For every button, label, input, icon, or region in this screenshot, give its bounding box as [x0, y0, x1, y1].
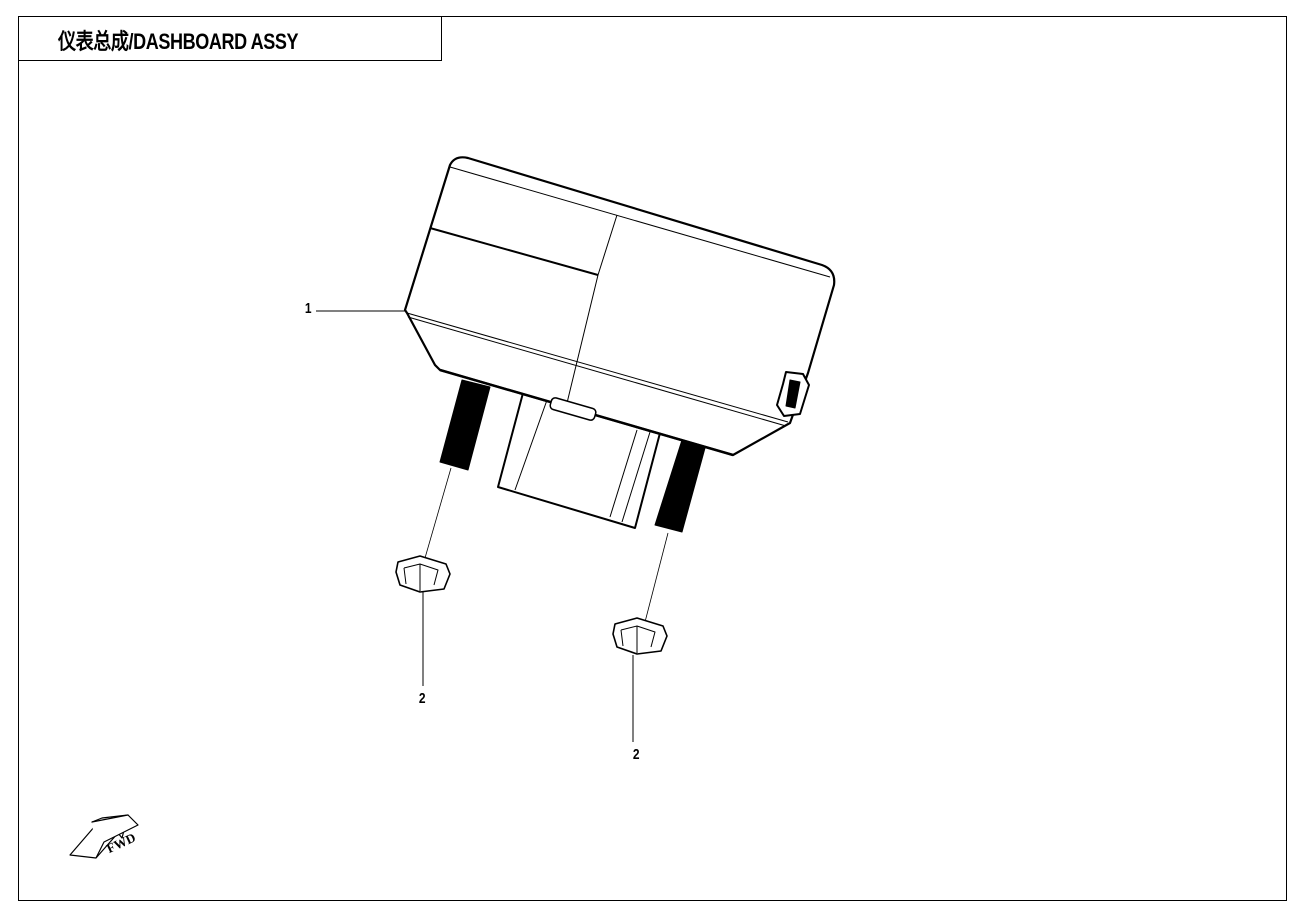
tab	[549, 397, 597, 421]
dashboard-assembly	[403, 156, 836, 529]
bolt-right	[654, 439, 706, 533]
fwd-arrow-icon: FWD	[69, 814, 139, 859]
callout-2-right: 2	[632, 746, 640, 763]
callout-2-left: 2	[418, 690, 426, 707]
callout-1: 1	[304, 300, 312, 317]
title-box	[18, 16, 442, 61]
side-connector	[776, 371, 810, 417]
page-title: 仪表总成/DASHBOARD ASSY	[58, 29, 299, 54]
drawing-frame	[18, 16, 1287, 901]
nut-left	[395, 555, 451, 593]
nut-right	[612, 617, 668, 655]
bolt-left	[439, 379, 491, 471]
